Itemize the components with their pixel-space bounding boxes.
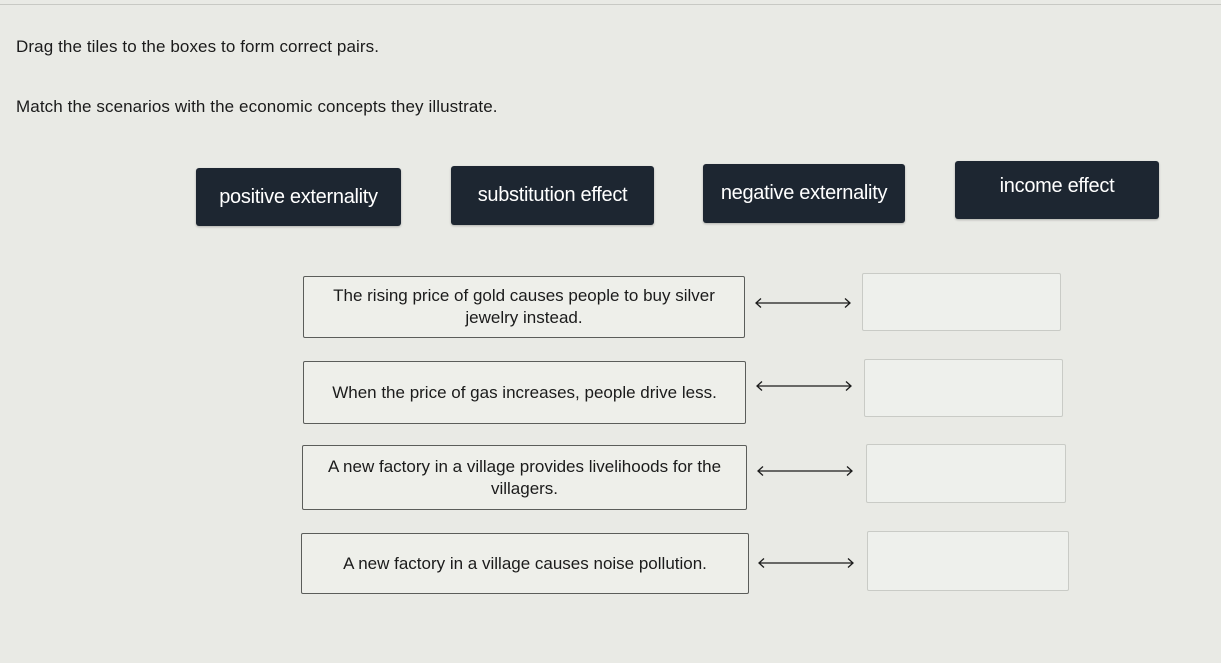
drop-target-box[interactable] [862,273,1061,331]
tile-positive-externality[interactable]: positive externality [196,168,401,226]
drop-target-box[interactable] [866,444,1066,503]
double-arrow-icon [755,298,851,308]
tile-income-effect[interactable]: income effect [955,161,1159,219]
scenario-box: A new factory in a village causes noise … [301,533,749,594]
instruction-text: Drag the tiles to the boxes to form corr… [16,37,380,56]
tile-negative-externality[interactable]: negative externality [703,164,905,223]
double-arrow-icon [757,466,853,476]
double-arrow-icon [758,558,854,568]
tile-substitution-effect[interactable]: substitution effect [451,166,654,225]
drop-target-box[interactable] [864,359,1063,417]
scenario-box: When the price of gas increases, people … [303,361,746,424]
scenario-box: The rising price of gold causes people t… [303,276,745,338]
top-divider [0,4,1221,5]
double-arrow-icon [756,381,852,391]
question-text: Match the scenarios with the economic co… [16,97,498,116]
drop-target-box[interactable] [867,531,1069,591]
scenario-box: A new factory in a village provides live… [302,445,747,510]
